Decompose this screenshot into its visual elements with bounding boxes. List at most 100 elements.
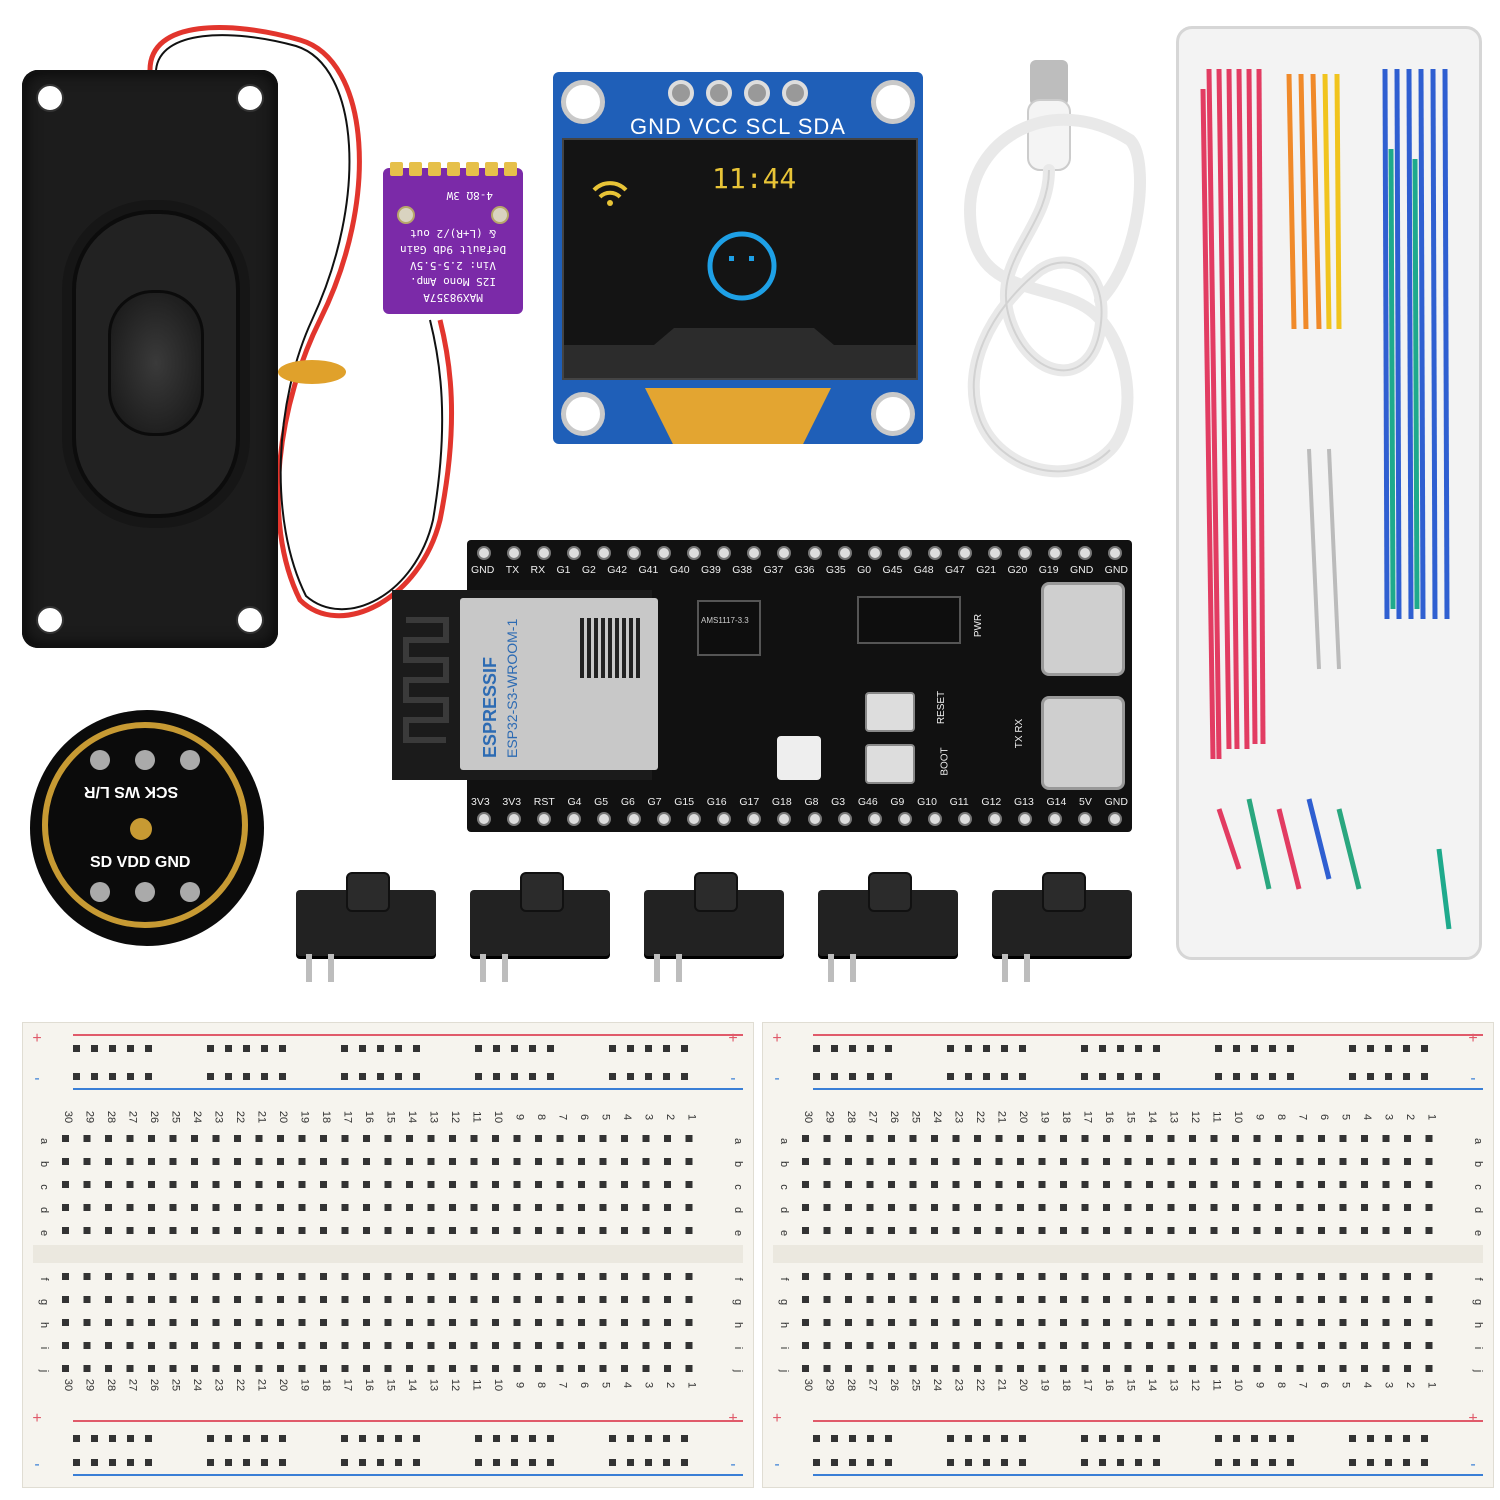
tie-point-hole [995, 1273, 1003, 1280]
tie-point-hole [1253, 1181, 1261, 1188]
tie-point-hole [1361, 1319, 1368, 1326]
tie-point-hole [931, 1365, 938, 1372]
usb-c-port[interactable] [1041, 582, 1125, 676]
tactile-button[interactable] [644, 872, 784, 982]
pin-label: G35 [825, 564, 846, 576]
rail-hole [109, 1045, 116, 1052]
pin-label: GND [1104, 564, 1128, 576]
tie-point-hole [995, 1204, 1003, 1211]
rail-hole [1019, 1045, 1026, 1052]
row-letter: g [1472, 1299, 1484, 1305]
reset-button[interactable] [865, 692, 915, 732]
rail-hole [1367, 1435, 1374, 1442]
usb-c-port[interactable] [1041, 696, 1125, 790]
rail-hole [1349, 1073, 1356, 1080]
tie-point-hole [909, 1227, 917, 1234]
row-letter: j [778, 1369, 790, 1372]
rail-hole [627, 1073, 634, 1080]
rail-hole [663, 1073, 670, 1080]
mount-hole [561, 392, 605, 436]
tie-point-hole [169, 1342, 177, 1349]
column-number: 2 [1404, 1114, 1416, 1120]
tie-point-hole [384, 1204, 392, 1211]
rail-hole [1215, 1045, 1222, 1052]
pin-label: G36 [794, 564, 815, 576]
tie-point-hole [995, 1158, 1003, 1165]
rail-hole [609, 1073, 616, 1080]
rail-hole [279, 1073, 286, 1080]
rail-hole [1117, 1435, 1124, 1442]
tie-point-hole [1318, 1158, 1325, 1165]
column-number: 6 [578, 1114, 590, 1120]
tie-point-hole [320, 1296, 327, 1303]
tactile-button[interactable] [818, 872, 958, 982]
boot-button[interactable] [865, 744, 915, 784]
tie-point-hole [1361, 1365, 1368, 1372]
header-pin [744, 80, 770, 106]
tie-point-hole [1339, 1227, 1347, 1234]
tie-point-hole [320, 1342, 327, 1349]
tie-point-hole [802, 1342, 809, 1349]
rail-hole [1099, 1459, 1106, 1466]
column-number: 17 [1082, 1111, 1094, 1123]
tactile-button[interactable] [296, 872, 436, 982]
tie-point-hole [492, 1296, 499, 1303]
tie-point-hole [1275, 1181, 1282, 1188]
tie-point-hole [492, 1273, 499, 1280]
tactile-button[interactable] [992, 872, 1132, 982]
tie-point-hole [470, 1296, 478, 1303]
pin-label: G38 [732, 564, 753, 576]
tie-point-hole [234, 1227, 241, 1234]
tie-point-hole [1124, 1319, 1132, 1326]
tactile-button[interactable] [470, 872, 610, 982]
tie-point-hole [492, 1135, 499, 1142]
tie-point-hole [1124, 1135, 1132, 1142]
tie-point-hole [1296, 1227, 1304, 1234]
rail-hole [145, 1073, 152, 1080]
tie-point-hole [909, 1365, 917, 1372]
tie-point-hole [1361, 1342, 1368, 1349]
tie-point-hole [1318, 1204, 1325, 1211]
column-number: 18 [1060, 1111, 1072, 1123]
tie-point-hole [1275, 1273, 1282, 1280]
rail-hole [547, 1459, 554, 1466]
tie-point-hole [427, 1319, 435, 1326]
tie-point-hole [995, 1319, 1003, 1326]
tie-point-hole [1167, 1319, 1175, 1326]
tie-point-hole [599, 1342, 607, 1349]
tie-point-hole [255, 1204, 263, 1211]
rail-hole [1215, 1435, 1222, 1442]
header-pin [485, 162, 498, 176]
rail-hole [1269, 1045, 1276, 1052]
tie-point-hole [1103, 1319, 1110, 1326]
rail-hole [341, 1435, 348, 1442]
mount-hole [36, 606, 64, 634]
module-brand: ESPRESSIF [480, 656, 500, 758]
rail-hole [377, 1435, 384, 1442]
tie-point-hole [664, 1365, 671, 1372]
column-number: 5 [600, 1114, 612, 1120]
rail-hole [645, 1045, 652, 1052]
pin-label: G46 [857, 796, 878, 808]
rail-hole [1403, 1073, 1410, 1080]
tie-point-hole [363, 1227, 370, 1234]
pin-label: G7 [647, 796, 662, 808]
mount-hole [871, 392, 915, 436]
tie-point-hole [556, 1273, 564, 1280]
tie-point-hole [995, 1296, 1003, 1303]
rail-hole [947, 1045, 954, 1052]
tie-point-hole [1038, 1204, 1046, 1211]
pin-label: GND [1104, 796, 1128, 808]
rail-hole [1349, 1045, 1356, 1052]
pin-label: G41 [638, 564, 659, 576]
column-number: 22 [974, 1379, 986, 1391]
tie-point-hole [212, 1204, 220, 1211]
rail-hole [849, 1459, 856, 1466]
tie-point-hole [556, 1158, 564, 1165]
pin-label: 5V [1079, 796, 1092, 808]
column-number: 19 [1039, 1111, 1051, 1123]
tie-point-hole [492, 1181, 499, 1188]
pin-label: G9 [890, 796, 905, 808]
rail-hole [127, 1435, 134, 1442]
tie-point-hole [363, 1365, 370, 1372]
